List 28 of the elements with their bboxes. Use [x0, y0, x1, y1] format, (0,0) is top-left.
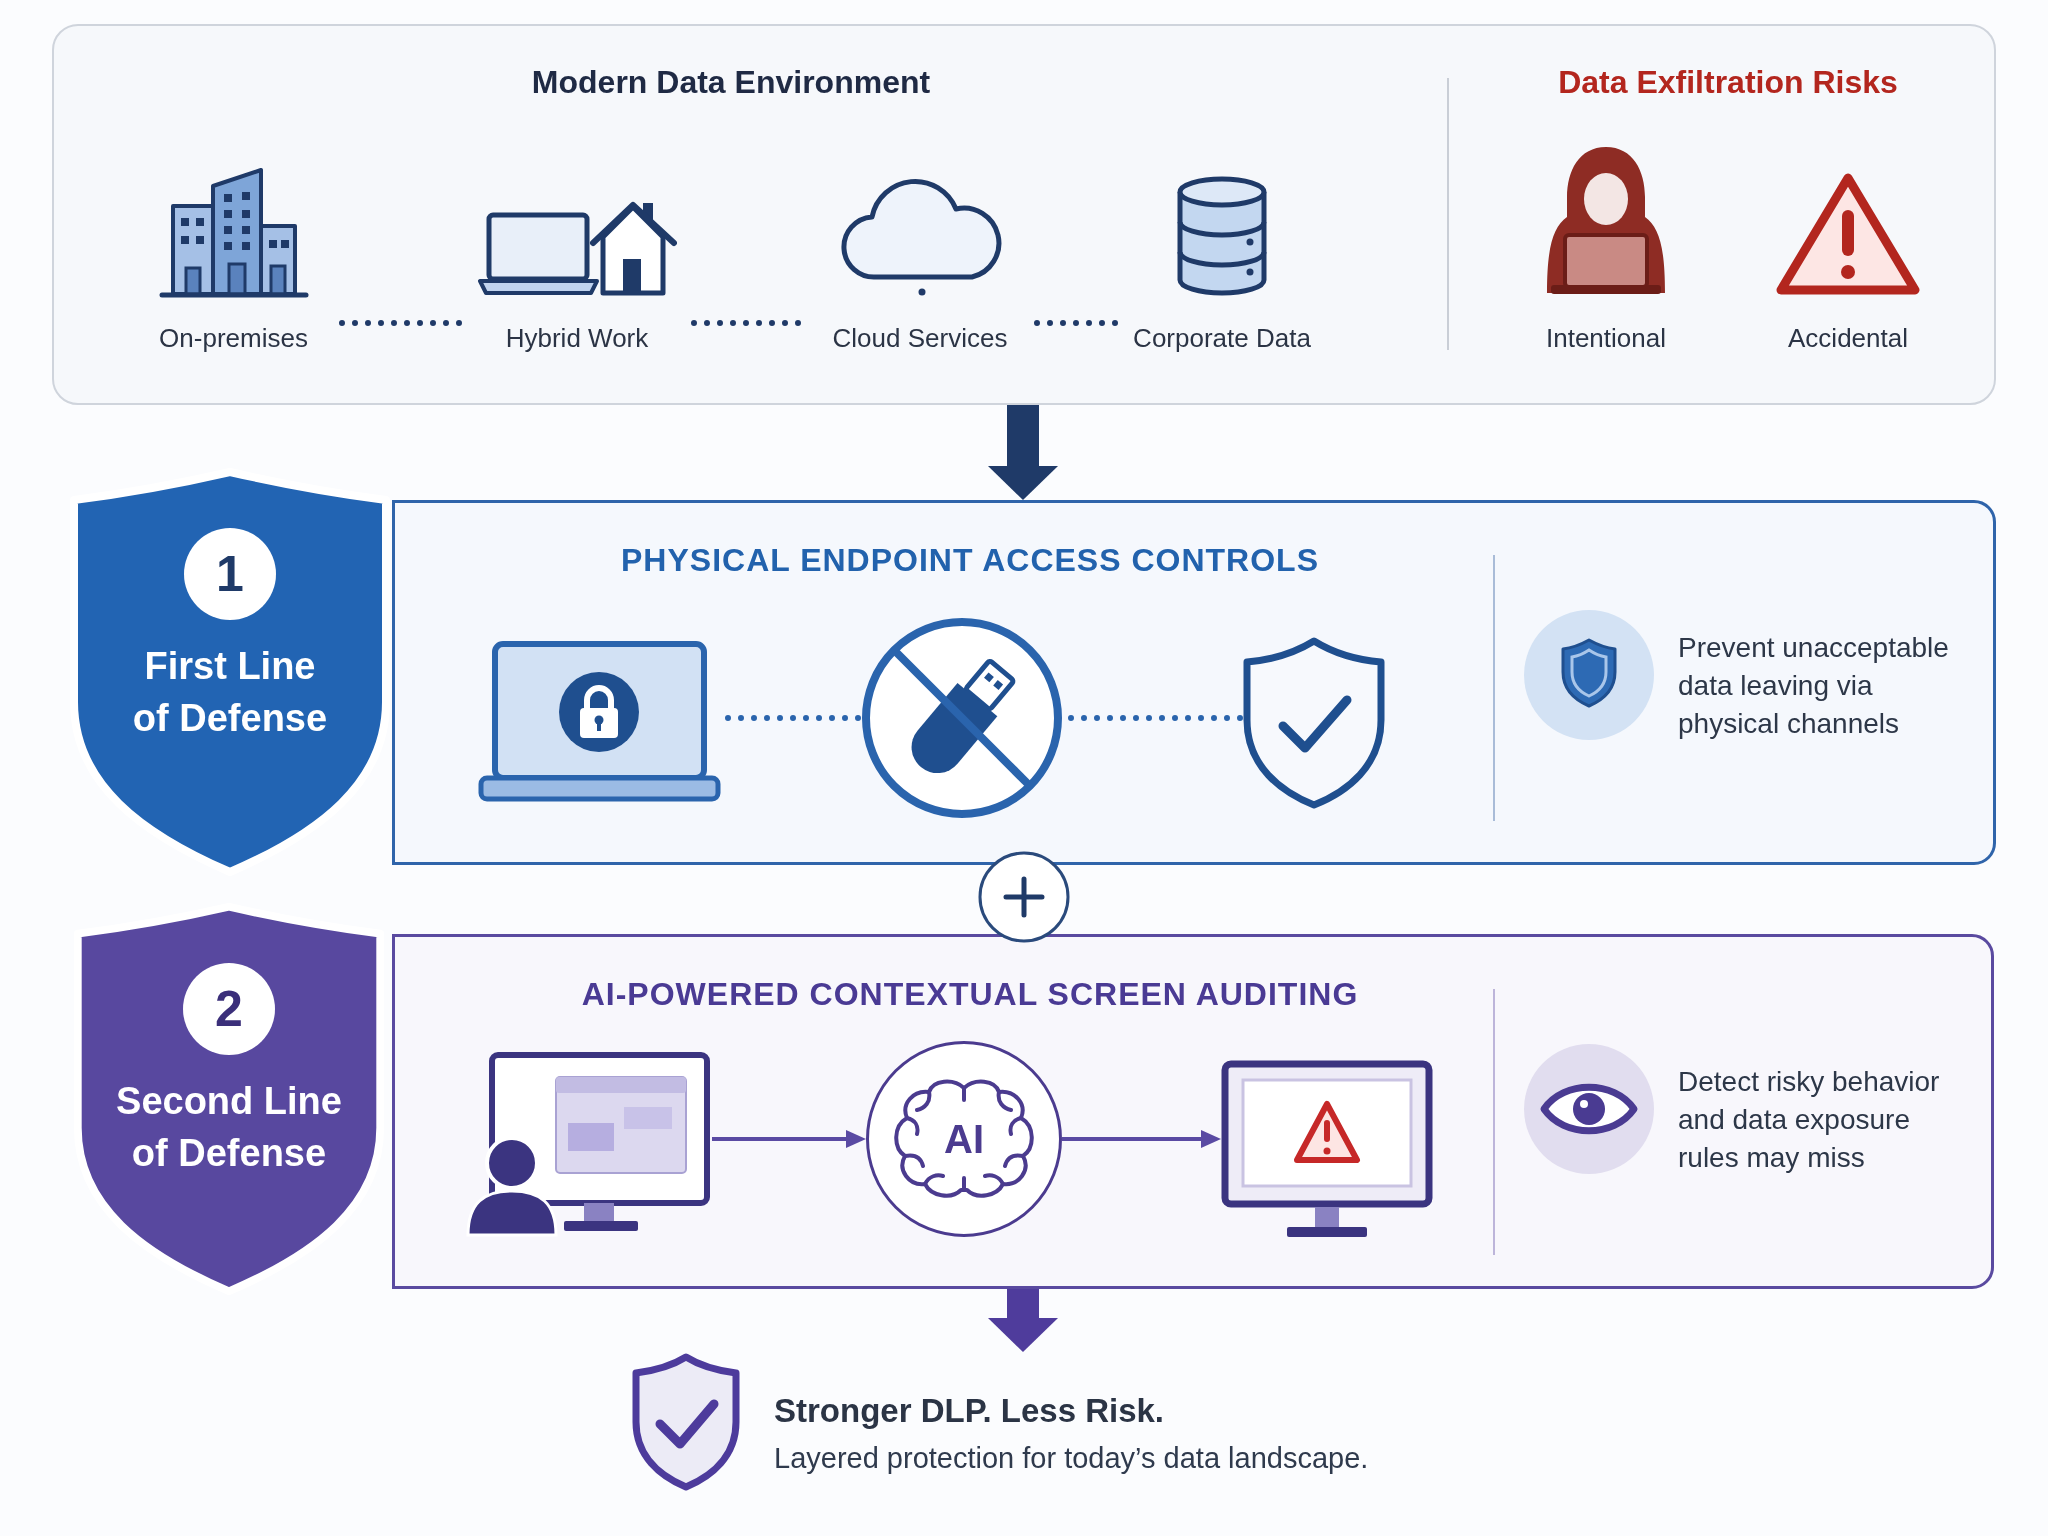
user-at-monitor-icon	[464, 1051, 712, 1238]
item-label: Corporate Data	[1133, 322, 1311, 355]
shield-title: First Line of Defense	[131, 644, 329, 741]
item-label: Cloud Services	[832, 322, 1008, 355]
layer-heading: PHYSICAL ENDPOINT ACCESS CONTROLS	[621, 541, 1319, 580]
result-subtitle: Layered protection for today’s data landscape.	[774, 1441, 1369, 1476]
item-label: Intentional	[1546, 322, 1666, 355]
description-text: Prevent unacceptable data leaving via physical channels	[1678, 631, 1950, 741]
result-title: Stronger DLP. Less Risk.	[774, 1391, 1165, 1431]
layer-panel	[392, 934, 1994, 1289]
crossed-out-usb-stick-icon	[860, 616, 1064, 820]
layer-panel	[392, 500, 1996, 865]
shield-checkmark-icon	[1241, 636, 1387, 810]
block-arrow	[988, 1289, 1058, 1352]
risk-heading: Data Exfiltration Risks	[1558, 63, 1898, 102]
arrow	[1062, 1130, 1221, 1148]
item-label: Accidental	[1788, 322, 1908, 355]
ai-text: AI	[944, 1117, 984, 1161]
item-label: On-premises	[159, 322, 308, 355]
arrow	[712, 1130, 866, 1148]
description-text: Detect risky behavior and data exposure rules may miss	[1678, 1065, 1941, 1175]
laptop-padlock-icon	[478, 640, 721, 803]
layer-heading: AI-POWERED CONTEXTUAL SCREEN AUDITING	[581, 975, 1359, 1014]
block-arrow	[988, 405, 1058, 500]
environment-panel	[52, 24, 1996, 405]
item-label: Hybrid Work	[505, 322, 649, 355]
shield-title: Second Line of Defense	[115, 1079, 343, 1176]
panel-heading: Modern Data Environment	[531, 63, 931, 102]
